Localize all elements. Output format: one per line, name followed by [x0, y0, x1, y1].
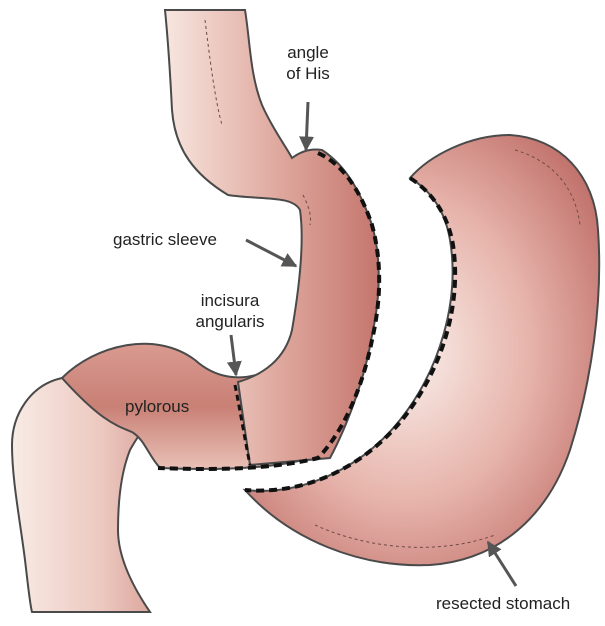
label-gastric-sleeve: gastric sleeve [113, 229, 217, 250]
label-angle-of-his: angle of His [272, 42, 344, 84]
label-angle-line2: of His [272, 63, 344, 84]
gastric-sleeve-arrow [246, 240, 296, 266]
angle-of-his-arrow [306, 102, 308, 150]
resected-stomach-arrow [488, 542, 516, 586]
label-incisura-line2: angularis [182, 311, 278, 332]
label-incisura-line1: incisura [182, 290, 278, 311]
incisura-arrow [231, 335, 236, 375]
label-pylorous: pylorous [125, 396, 189, 417]
label-incisura-angularis: incisura angularis [182, 290, 278, 332]
label-angle-line1: angle [272, 42, 344, 63]
label-resected-stomach: resected stomach [436, 593, 570, 614]
